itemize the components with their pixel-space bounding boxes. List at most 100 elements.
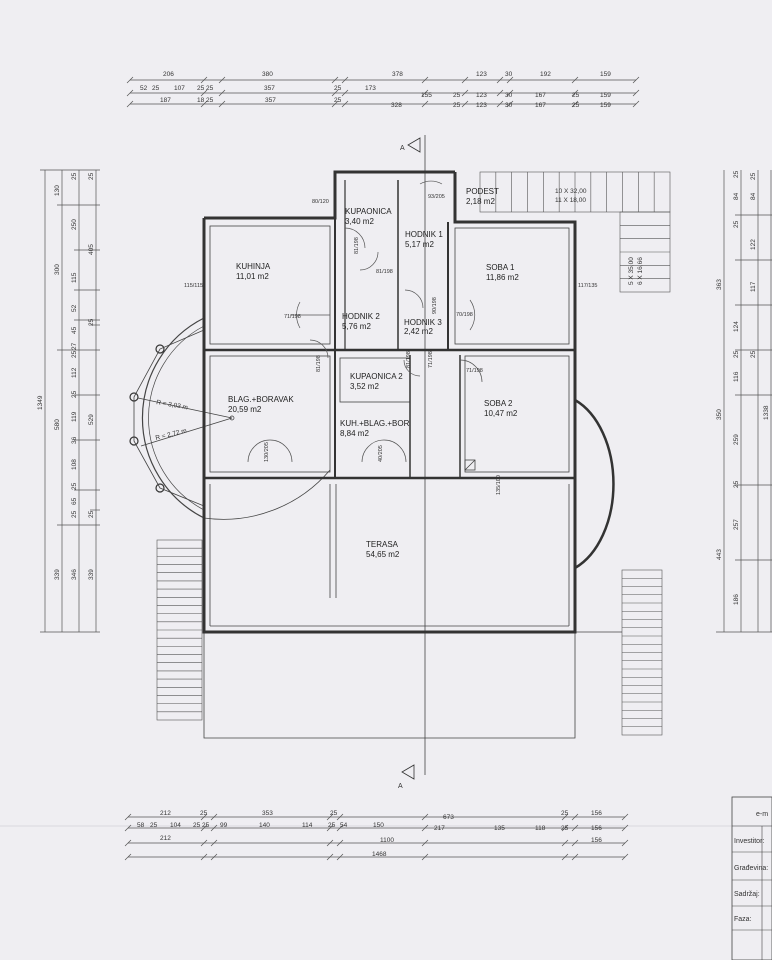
- dim-left-c3-4: 45: [71, 326, 78, 334]
- living-bay-inner: [148, 325, 205, 511]
- living-bay-outer: [141, 317, 205, 519]
- dim-tick-top: [571, 100, 579, 108]
- room-kuhinja-area: 11,01 m2: [236, 272, 269, 281]
- dim-top-r2-11: 30: [505, 92, 513, 99]
- dim-tick-top: [341, 89, 349, 97]
- room-kuh-area: 8,84 m2: [340, 429, 369, 438]
- section-mark-bottom: A: [398, 783, 403, 790]
- dim-tick-bottom: [200, 839, 208, 847]
- dim-bot-r2-5: 99: [220, 822, 228, 829]
- dim-top-r3-5: 328: [391, 102, 402, 109]
- dim-tick-top: [218, 76, 226, 84]
- dim-tick-bottom: [336, 839, 344, 847]
- dim-left-c3-14: 25: [71, 510, 78, 518]
- dim-tick-bottom: [621, 824, 629, 832]
- room-hodnik2-area: 5,76 m2: [342, 322, 371, 331]
- dim-left-c4-2: 25: [88, 318, 95, 326]
- room-kupaonica-name: KUPAONICA: [345, 207, 392, 216]
- dim-bot-r3-0: 212: [160, 835, 171, 842]
- dim-tick-bottom: [210, 853, 218, 861]
- dim-tick-bottom: [336, 853, 344, 861]
- dim-bot-r1-1: 25: [200, 810, 208, 817]
- door-dim-5: 71/198: [284, 314, 301, 320]
- dim-tick-bottom: [421, 813, 429, 821]
- dim-tick-top: [571, 89, 579, 97]
- section-mark-top: A: [400, 145, 405, 152]
- dim-top-r2-0: 52: [140, 85, 148, 92]
- door-dim-12: 71/198: [466, 368, 483, 374]
- room-kuhinja-name: KUHINJA: [236, 262, 271, 271]
- dim-top-r2-3: 25: [197, 85, 205, 92]
- stairs-left: [156, 539, 203, 721]
- dim-right-c2-2: 117: [750, 281, 757, 292]
- title-block: [731, 796, 772, 960]
- dim-right-c4-0: 1338: [763, 405, 770, 420]
- dim-tick-top: [331, 76, 339, 84]
- walls: [202, 170, 577, 634]
- door-dim-14: 40/205: [378, 445, 384, 462]
- dim-top-r3-7: 123: [476, 102, 487, 109]
- dim-top-r1-3: 123: [476, 71, 487, 78]
- dim-right-c2-7: 257: [733, 519, 740, 530]
- dim-tick-top: [126, 100, 134, 108]
- top-dimension-chains: [126, 76, 640, 108]
- room-labels: KUPAONICA 3,40 m2 PODEST 2,18 m2 HODNIK …: [228, 187, 519, 559]
- dim-tick-bottom: [200, 853, 208, 861]
- bedroom-bay-outer: [574, 398, 615, 570]
- dim-right-c3-0: 363: [716, 279, 723, 290]
- dim-top-r2-2: 107: [174, 85, 185, 92]
- dim-bot-r1-3: 25: [330, 810, 338, 817]
- dim-tick-top: [632, 76, 640, 84]
- radius-line-2: [140, 417, 233, 447]
- dim-tick-top: [126, 89, 134, 97]
- dim-tick-bottom: [421, 824, 429, 832]
- dim-left-c3-2: 115: [71, 272, 78, 283]
- dim-tick-bottom: [326, 813, 334, 821]
- stairs-top-right: [479, 171, 671, 213]
- dim-bot-r2-12: 135: [494, 825, 505, 832]
- dim-bot-r3-1: 1100: [380, 837, 394, 844]
- dim-bot-r2-4: 25: [202, 822, 210, 829]
- dim-top-r3-6: 25: [453, 102, 461, 109]
- dim-top-r3-10: 25: [572, 102, 580, 109]
- door-dim-3: 81/198: [376, 269, 393, 275]
- dim-right-c1-1: 25: [733, 220, 740, 228]
- dim-right-c1-4: 25: [750, 172, 757, 180]
- dim-tick-bottom: [571, 813, 579, 821]
- dim-top-r2-6: 25: [334, 85, 342, 92]
- dim-bot-r2-11: 217: [434, 825, 445, 832]
- dim-left-c4-0: 25: [88, 172, 95, 180]
- dim-top-r1-1: 380: [262, 71, 273, 78]
- dim-bot-r2-0: 58: [137, 822, 145, 829]
- door-dim-11: 71/198: [428, 351, 434, 368]
- room-soba2-area: 10,47 m2: [484, 409, 518, 418]
- dim-top-r3-11: 159: [600, 102, 611, 109]
- dim-tick-top: [632, 100, 640, 108]
- dim-tick-top: [341, 100, 349, 108]
- dim-tick-top: [218, 89, 226, 97]
- dim-tick-top: [200, 76, 208, 84]
- dim-left-c3-9: 119: [71, 411, 78, 422]
- dim-top-r1-5: 192: [540, 71, 551, 78]
- dim-top-r2-10: 123: [476, 92, 487, 99]
- dim-tick-top: [421, 100, 429, 108]
- dim-tick-bottom: [621, 813, 629, 821]
- dim-tick-top: [461, 89, 469, 97]
- dim-tick-top: [496, 76, 504, 84]
- door-dim-13: 130/205: [264, 442, 270, 462]
- room-terasa-area: 54,65 m2: [366, 550, 400, 559]
- dim-top-r3-8: 30: [505, 102, 513, 109]
- dim-bot-r1-0: 212: [160, 810, 171, 817]
- dim-tick-bottom: [124, 824, 132, 832]
- dim-bot-r2-9: 54: [340, 822, 348, 829]
- room-hodnik1-name: HODNIK 1: [405, 230, 443, 239]
- dim-top-r3-9: 167: [535, 102, 546, 109]
- title-block-sadrzaj: Sadržaj:: [734, 891, 760, 898]
- dim-left-c3-13: 65: [71, 497, 78, 505]
- dim-bot-r2-1: 25: [150, 822, 158, 829]
- dim-top-r2-1: 25: [152, 85, 160, 92]
- dim-right-c3-1: 350: [716, 409, 723, 420]
- dim-top-r2-4: 25: [206, 85, 214, 92]
- dim-tick-bottom: [561, 839, 569, 847]
- dim-left-c4-1: 405: [88, 244, 95, 255]
